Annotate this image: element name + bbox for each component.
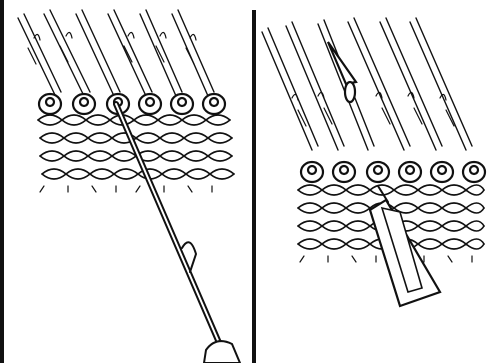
- left-border: [0, 0, 4, 363]
- panel-divider: [252, 10, 256, 363]
